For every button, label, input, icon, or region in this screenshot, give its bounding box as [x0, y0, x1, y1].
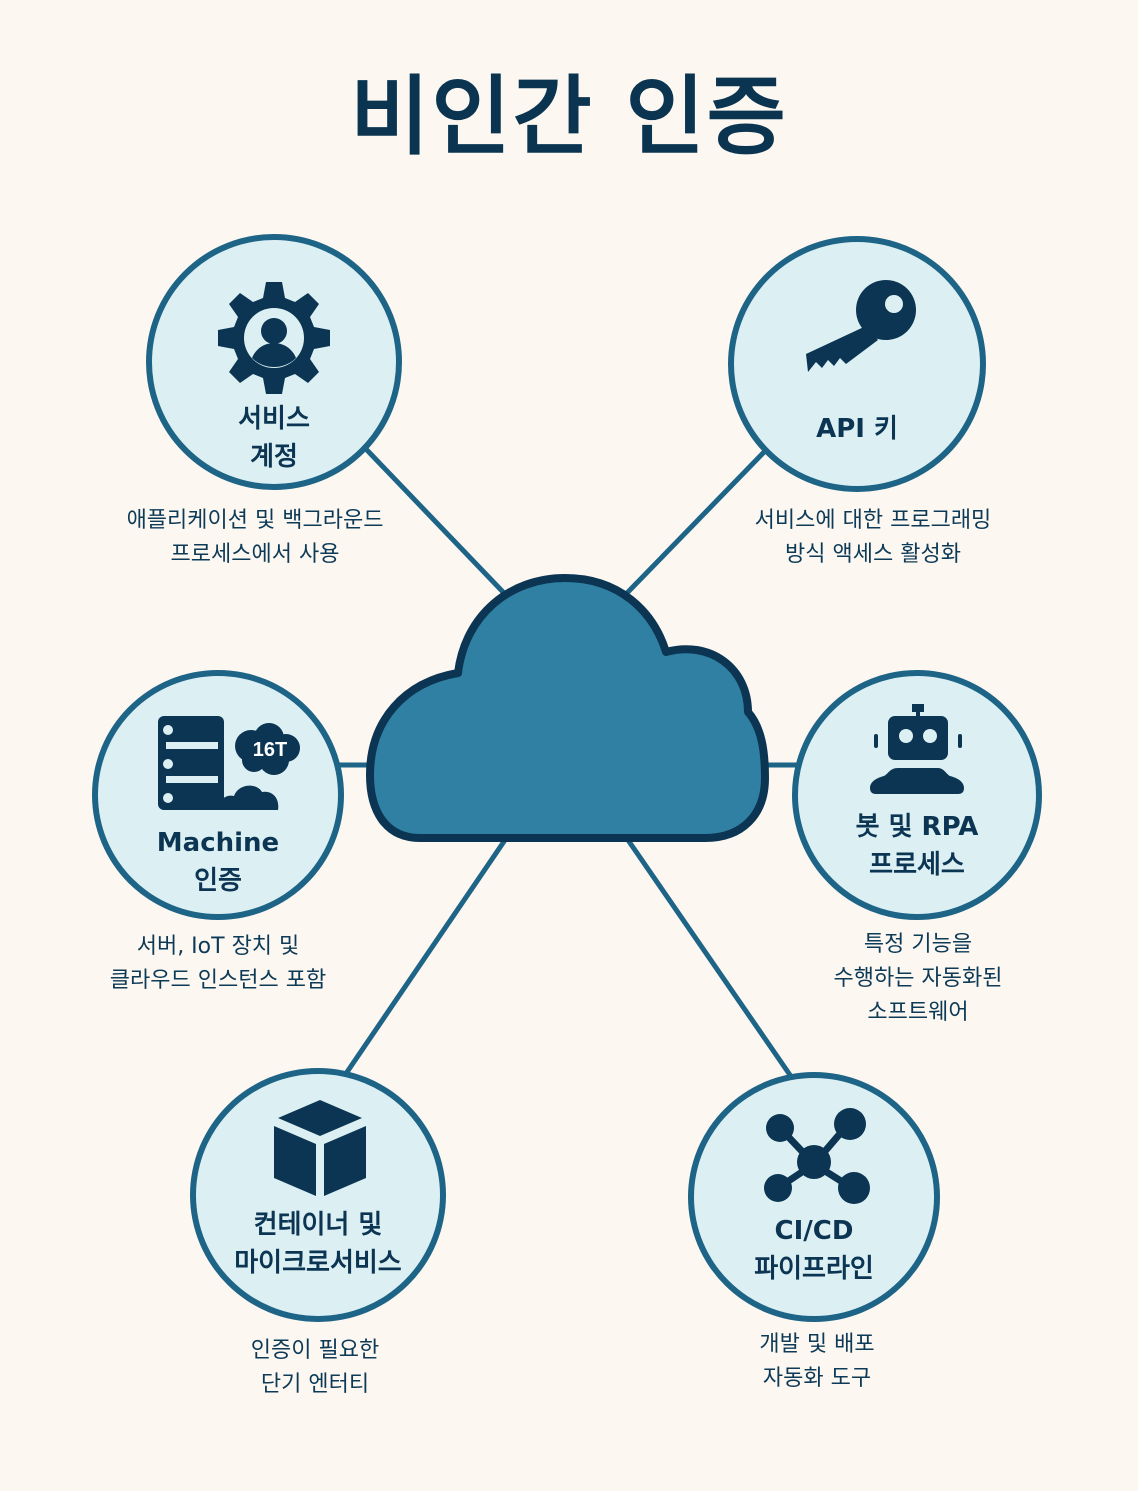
description-line: 애플리케이션 및 백그라운드 — [126, 508, 384, 533]
key-icon — [806, 280, 916, 372]
node-label-line: 봇 및 RPA — [855, 812, 979, 842]
node-description-bots-rpa: 특정 기능을 수행하는 자동화된 소프트웨어 — [798, 928, 1038, 1030]
connector-containers — [342, 837, 508, 1078]
node-machine-auth: 16T Machine 인증 — [92, 670, 344, 920]
robot-icon — [870, 704, 964, 794]
description-line: 클라우드 인스턴스 포함 — [109, 968, 327, 993]
description-line: 인증이 필요한 — [250, 1338, 380, 1363]
node-label-line: Machine — [156, 828, 280, 858]
node-description-service-accounts: 애플리케이션 및 백그라운드 프로세스에서 사용 — [95, 504, 415, 572]
description-line: 프로세스에서 사용 — [170, 542, 340, 567]
connector-cicd — [625, 837, 793, 1078]
node-label-line: 프로세스 — [869, 850, 965, 880]
description-line: 특정 기능을 — [863, 932, 973, 957]
node-description-api-keys: 서비스에 대한 프로그래밍 방식 액세스 활성화 — [718, 504, 1028, 572]
description-line: 자동화 도구 — [762, 1366, 872, 1391]
node-label-line: 인증 — [194, 866, 242, 896]
node-label-line: CI/CD — [774, 1216, 854, 1246]
node-label-line: 마이크로서비스 — [234, 1248, 402, 1278]
node-label-line: API 키 — [816, 414, 898, 444]
node-label-line: 파이프라인 — [754, 1254, 874, 1284]
connector-service-accounts — [362, 445, 506, 595]
cube-icon — [274, 1100, 366, 1196]
description-line: 개발 및 배포 — [759, 1332, 875, 1357]
server-cloud-icon-label: 16T — [253, 739, 287, 761]
description-line: 소프트웨어 — [867, 1000, 969, 1025]
node-bots-rpa: 봇 및 RPA 프로세스 — [792, 670, 1042, 920]
description-line: 수행하는 자동화된 — [833, 966, 1003, 991]
cloud-icon — [366, 574, 769, 842]
node-api-keys: API 키 — [728, 236, 986, 492]
node-description-containers: 인증이 필요한 단기 엔터티 — [165, 1334, 465, 1402]
node-containers: 컨테이너 및 마이크로서비스 — [190, 1068, 446, 1322]
node-label-line: 계정 — [250, 442, 298, 472]
pipeline-nodes-icon — [764, 1108, 870, 1204]
description-line: 단기 엔터티 — [260, 1372, 370, 1397]
node-label-line: 서비스 — [238, 404, 310, 434]
node-description-cicd: 개발 및 배포 자동화 도구 — [692, 1328, 942, 1396]
gear-user-icon — [218, 282, 330, 394]
node-description-machine-auth: 서버, IoT 장치 및 클라우드 인스턴스 포함 — [78, 930, 358, 998]
node-service-accounts: 서비스 계정 — [146, 234, 402, 490]
connector-api-keys — [625, 445, 771, 595]
description-line: 방식 액세스 활성화 — [785, 542, 961, 567]
description-line: 서버, IoT 장치 및 — [136, 934, 300, 959]
description-line: 서비스에 대한 프로그래밍 — [754, 508, 992, 533]
node-label-line: 컨테이너 및 — [253, 1210, 383, 1240]
page-title: 비인간 인증 — [350, 67, 788, 167]
node-cicd: CI/CD 파이프라인 — [688, 1072, 940, 1322]
server-cloud-icon: 16T — [158, 716, 300, 810]
